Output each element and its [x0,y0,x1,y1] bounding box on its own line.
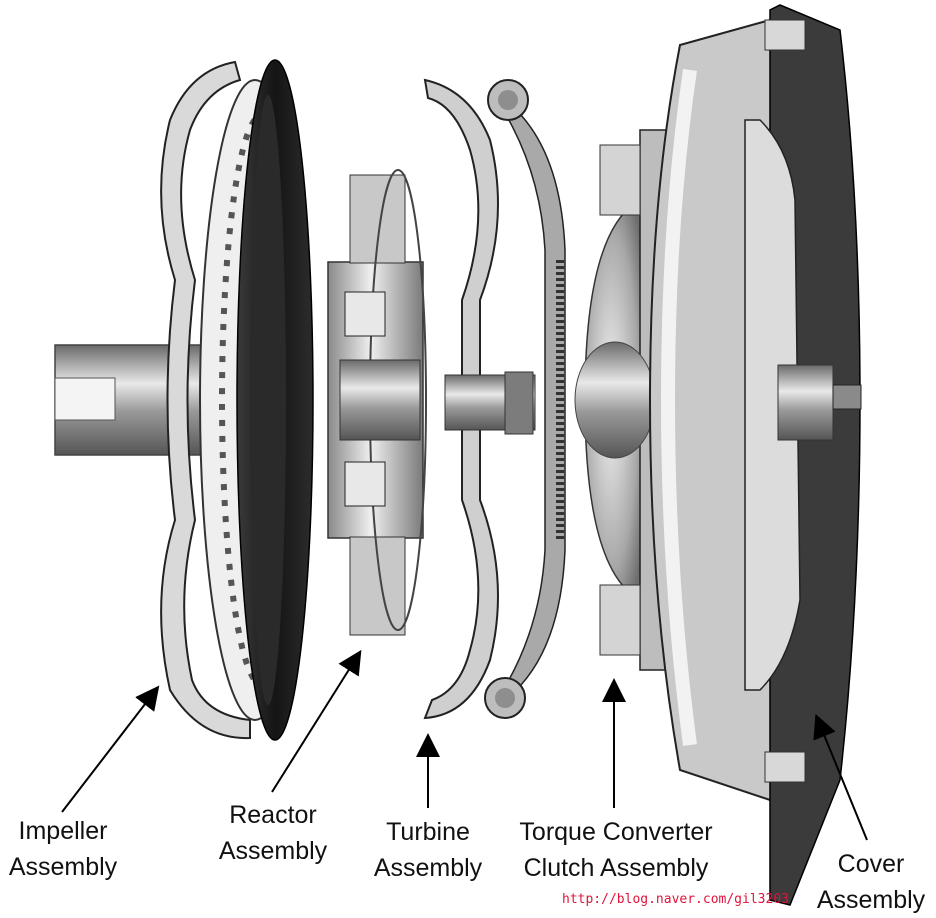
reactor-assembly [327,169,427,636]
watermark-url: http://blog.naver.com/gil3203 [562,892,789,907]
turbine-shell [423,78,499,720]
label-turbine-assembly: Turbine Assembly [373,818,483,882]
cover-assembly [648,4,862,906]
cover-pilot-hub [777,364,834,441]
arrow-cover [813,713,868,841]
impeller-shell [160,60,251,740]
label-cover-assembly: Cover Assembly [816,850,926,914]
label-reactor-assembly: Reactor Assembly [218,801,328,865]
arrow-impeller [61,685,160,813]
arrow-reactor [271,649,362,793]
label-torque-converter-clutch-assembly: Torque Converter Clutch Assembly [519,818,713,882]
label-impeller-assembly: Impeller Assembly [8,817,118,881]
impeller-assembly [54,59,314,741]
turbine-assembly [423,78,566,720]
pointer-arrows [61,649,868,841]
